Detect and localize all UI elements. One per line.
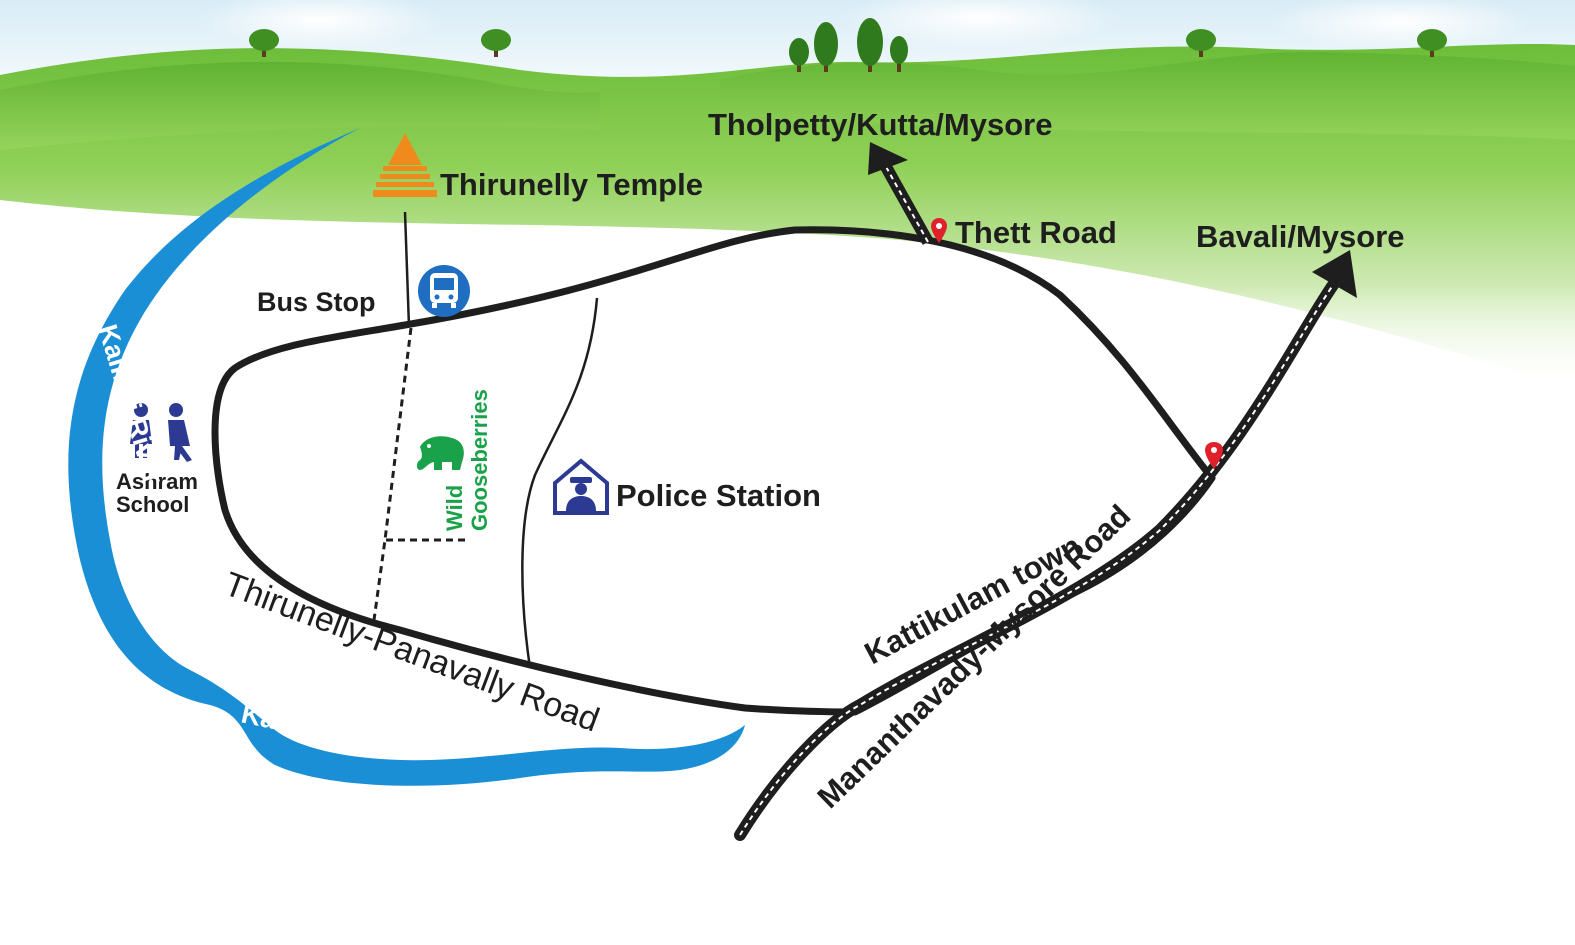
wild-label-line1: Wild: [442, 485, 467, 531]
tree-icon: [249, 29, 279, 57]
wild-label-line2: Gooseberries: [467, 389, 492, 531]
landscape-background: [0, 0, 1575, 391]
tree-icon: [789, 18, 908, 72]
tree-icon: [1417, 29, 1447, 57]
bus-icon: [418, 265, 470, 317]
ashram-label-line1: Ashram: [116, 469, 198, 494]
tholpetty-arrow-head: [868, 142, 908, 175]
thett-road-label: Thett Road: [955, 215, 1117, 250]
bavali-label: Bavali/Mysore: [1196, 219, 1405, 254]
ashram-label-line2: School: [116, 492, 189, 517]
temple-label: Thirunelly Temple: [440, 167, 703, 202]
map-pin-icon: [1205, 442, 1223, 469]
tree-icon: [481, 29, 511, 57]
temple-road: [403, 211, 411, 328]
mysore-road-label: Mananthavady-Mysore Road: [811, 498, 1138, 815]
tholpetty-label: Tholpetty/Kutta/Mysore: [708, 107, 1052, 142]
cross-road: [521, 297, 599, 669]
bus-stop-label: Bus Stop: [257, 287, 376, 317]
police-label: Police Station: [616, 478, 821, 513]
tree-icon: [1186, 29, 1216, 57]
bavali-arrow-head: [1312, 250, 1357, 298]
temple-icon: [373, 133, 437, 197]
forest-track: [372, 327, 413, 621]
map-pin-icon: [931, 218, 947, 243]
road-center-line: [739, 274, 1341, 836]
police-station-icon: [553, 458, 609, 515]
school-children-icon: [130, 403, 192, 462]
elephant-icon: [417, 436, 464, 470]
